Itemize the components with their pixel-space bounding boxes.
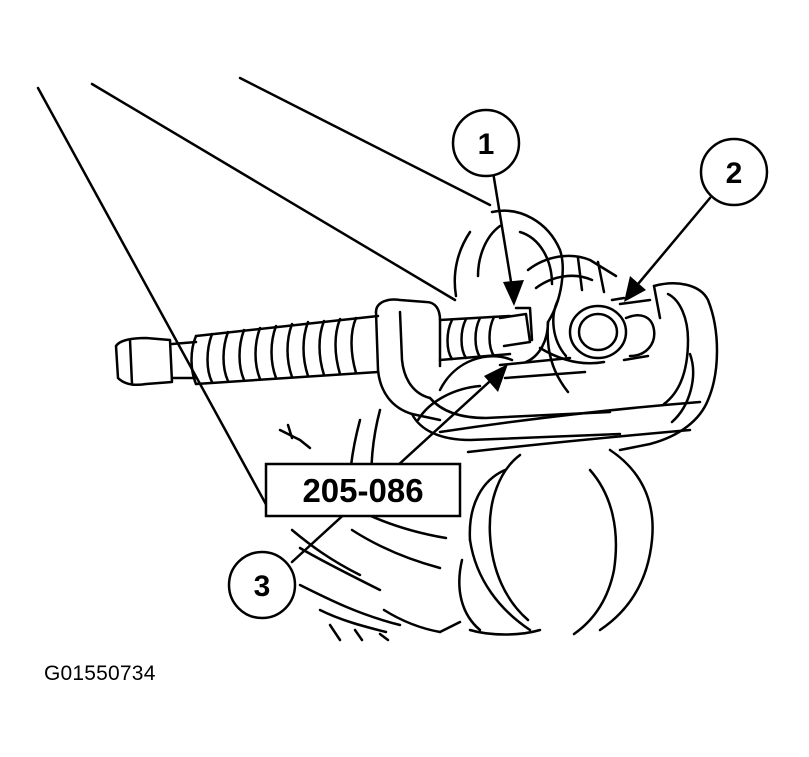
- forcing-screw: [114, 306, 534, 386]
- figure-id: G01550734: [44, 662, 156, 685]
- callout-3-label: 3: [254, 570, 271, 603]
- tool-frame: [374, 282, 719, 452]
- callout-arrowheads: [484, 276, 646, 392]
- callout-2: 2: [699, 137, 769, 207]
- callout-1-label: 1: [478, 128, 495, 161]
- callout-2-label: 2: [726, 157, 743, 190]
- ball-joint-stud: [526, 254, 656, 365]
- callout-1: 1: [451, 108, 521, 178]
- perspective-lines: [36, 76, 492, 510]
- tool-number-label: 205-086: [264, 462, 462, 518]
- callout-3: 3: [227, 550, 297, 620]
- tool-number-text: 205-086: [302, 472, 423, 509]
- steering-knuckle: [453, 209, 587, 394]
